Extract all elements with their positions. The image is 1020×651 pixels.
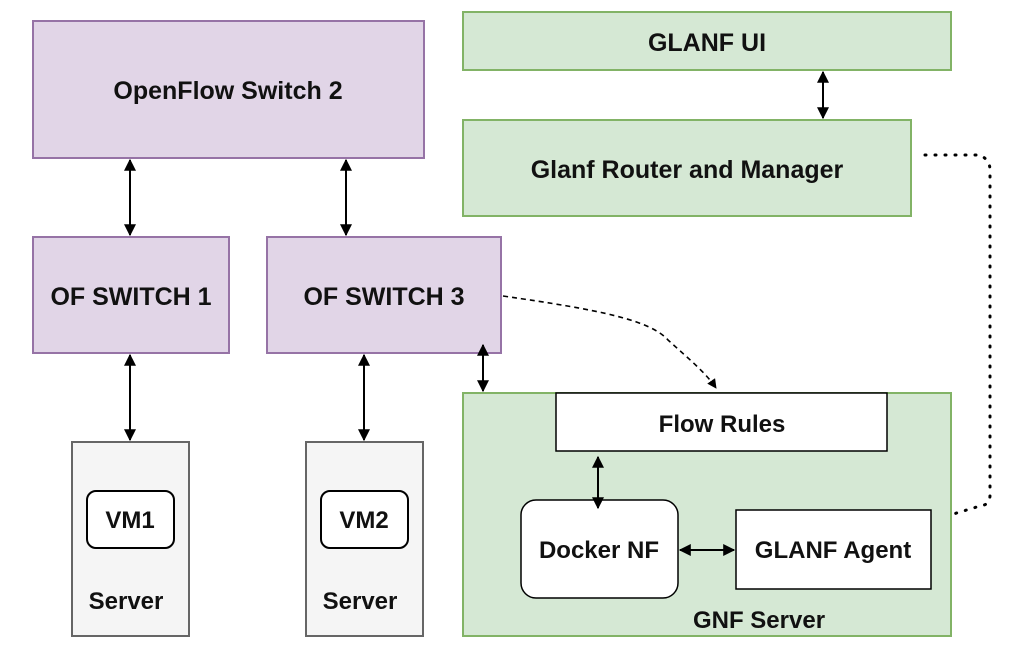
link-router-agent-dotted — [923, 153, 992, 517]
openflow-switch-2-label: OpenFlow Switch 2 — [113, 77, 342, 105]
link-ofs3-flow-rules-dashed — [502, 295, 717, 389]
vm1-label: VM1 — [105, 507, 154, 534]
glanf-router-manager-node: Glanf Router and Manager — [462, 119, 912, 217]
glanf-router-manager-label: Glanf Router and Manager — [531, 156, 844, 184]
flow-rules-label: Flow Rules — [659, 411, 786, 438]
server-1-label: Server — [89, 588, 164, 615]
of-switch-1-label: OF SWITCH 1 — [50, 283, 211, 311]
openflow-switch-2-node: OpenFlow Switch 2 — [32, 20, 425, 159]
gnf-server-label: GNF Server — [693, 607, 825, 634]
docker-nf-label: Docker NF — [539, 537, 659, 564]
flow-rules-node: Flow Rules — [555, 392, 888, 452]
of-switch-1-node: OF SWITCH 1 — [32, 236, 230, 354]
glanf-ui-label: GLANF UI — [648, 29, 766, 57]
glanf-agent-node: GLANF Agent — [735, 509, 932, 590]
of-switch-3-node: OF SWITCH 3 — [266, 236, 502, 354]
vm1-node: VM1 — [86, 490, 175, 549]
of-switch-3-label: OF SWITCH 3 — [303, 283, 464, 311]
vm2-label: VM2 — [339, 507, 388, 534]
vm2-node: VM2 — [320, 490, 409, 549]
glanf-ui-node: GLANF UI — [462, 11, 952, 71]
server-2-label: Server — [323, 588, 398, 615]
docker-nf-node: Docker NF — [520, 499, 679, 599]
glanf-agent-label: GLANF Agent — [755, 537, 911, 564]
